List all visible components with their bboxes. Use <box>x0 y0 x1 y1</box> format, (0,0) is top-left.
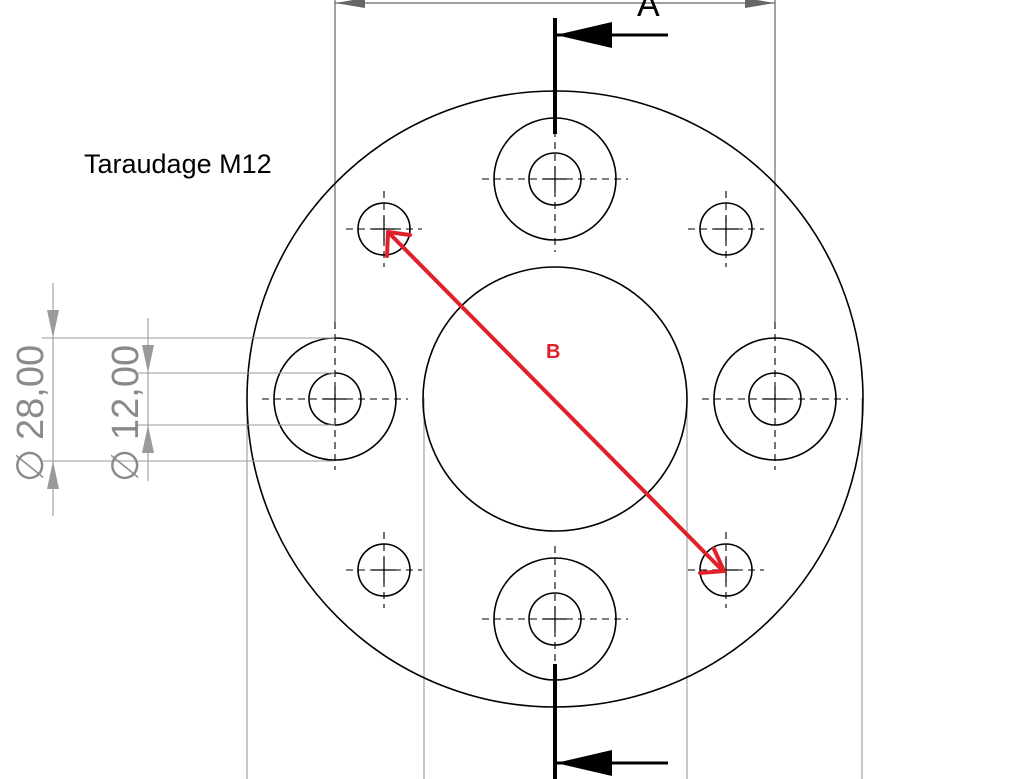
counterbore-hole-right <box>702 322 848 470</box>
dimension-28-symbol: ∅ <box>8 449 52 482</box>
tapped-hole-bottom-right <box>688 532 764 608</box>
bore-circle <box>422 266 688 532</box>
counterbore-hole-left <box>262 322 408 470</box>
counterbored-holes <box>262 106 848 692</box>
red-measure-arrow <box>385 230 726 575</box>
dimension-28-value: 28,00 <box>10 345 52 440</box>
tapped-holes <box>346 191 764 608</box>
dimension-12: ∅ 12,00 <box>103 345 147 482</box>
section-label: A <box>637 0 660 24</box>
diameter-dimensions: ∅ 28,00 ∅ 12,00 <box>8 283 335 516</box>
dimension-12-value: 12,00 <box>105 345 147 440</box>
section-cut-bottom <box>553 664 668 779</box>
tapped-hole-bottom-left <box>346 532 422 608</box>
section-cut-top <box>553 18 668 134</box>
measure-label-b: B <box>546 341 560 363</box>
dimension-12-symbol: ∅ <box>103 449 147 482</box>
thread-note: Taraudage M12 <box>84 149 272 179</box>
tapped-hole-top-right <box>688 191 764 267</box>
dimension-28: ∅ 28,00 <box>8 345 52 482</box>
tapped-hole-top-left <box>346 191 422 267</box>
